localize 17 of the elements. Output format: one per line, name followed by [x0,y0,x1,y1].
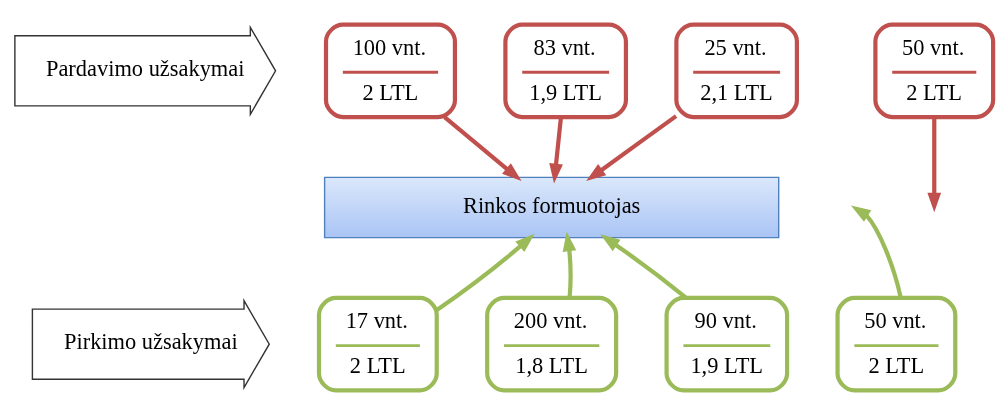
node-box: Rinkos formuotojas [323,176,780,238]
arrow [850,205,903,298]
arrow [586,113,678,181]
arrow [549,116,564,183]
node-box: 17 vnt. 2 LTL [316,295,439,392]
node-box: 200 vnt. 1,8 LTL [485,295,619,392]
node-box: 50 vnt. 2 LTL [835,295,958,392]
node-box: 25 vnt. 2,1 LTL [674,22,799,119]
arrow [435,233,535,312]
arrow [927,116,942,212]
node-box: 90 vnt. 1,9 LTL [664,295,790,392]
arrow [443,115,522,181]
node-box: 100 vnt. 2 LTL [323,22,458,119]
node-box: 50 vnt. 2 LTL [873,22,996,119]
node-box: 83 vnt. 1,9 LTL [503,22,629,119]
arrow [562,231,577,298]
arrow [600,233,687,299]
